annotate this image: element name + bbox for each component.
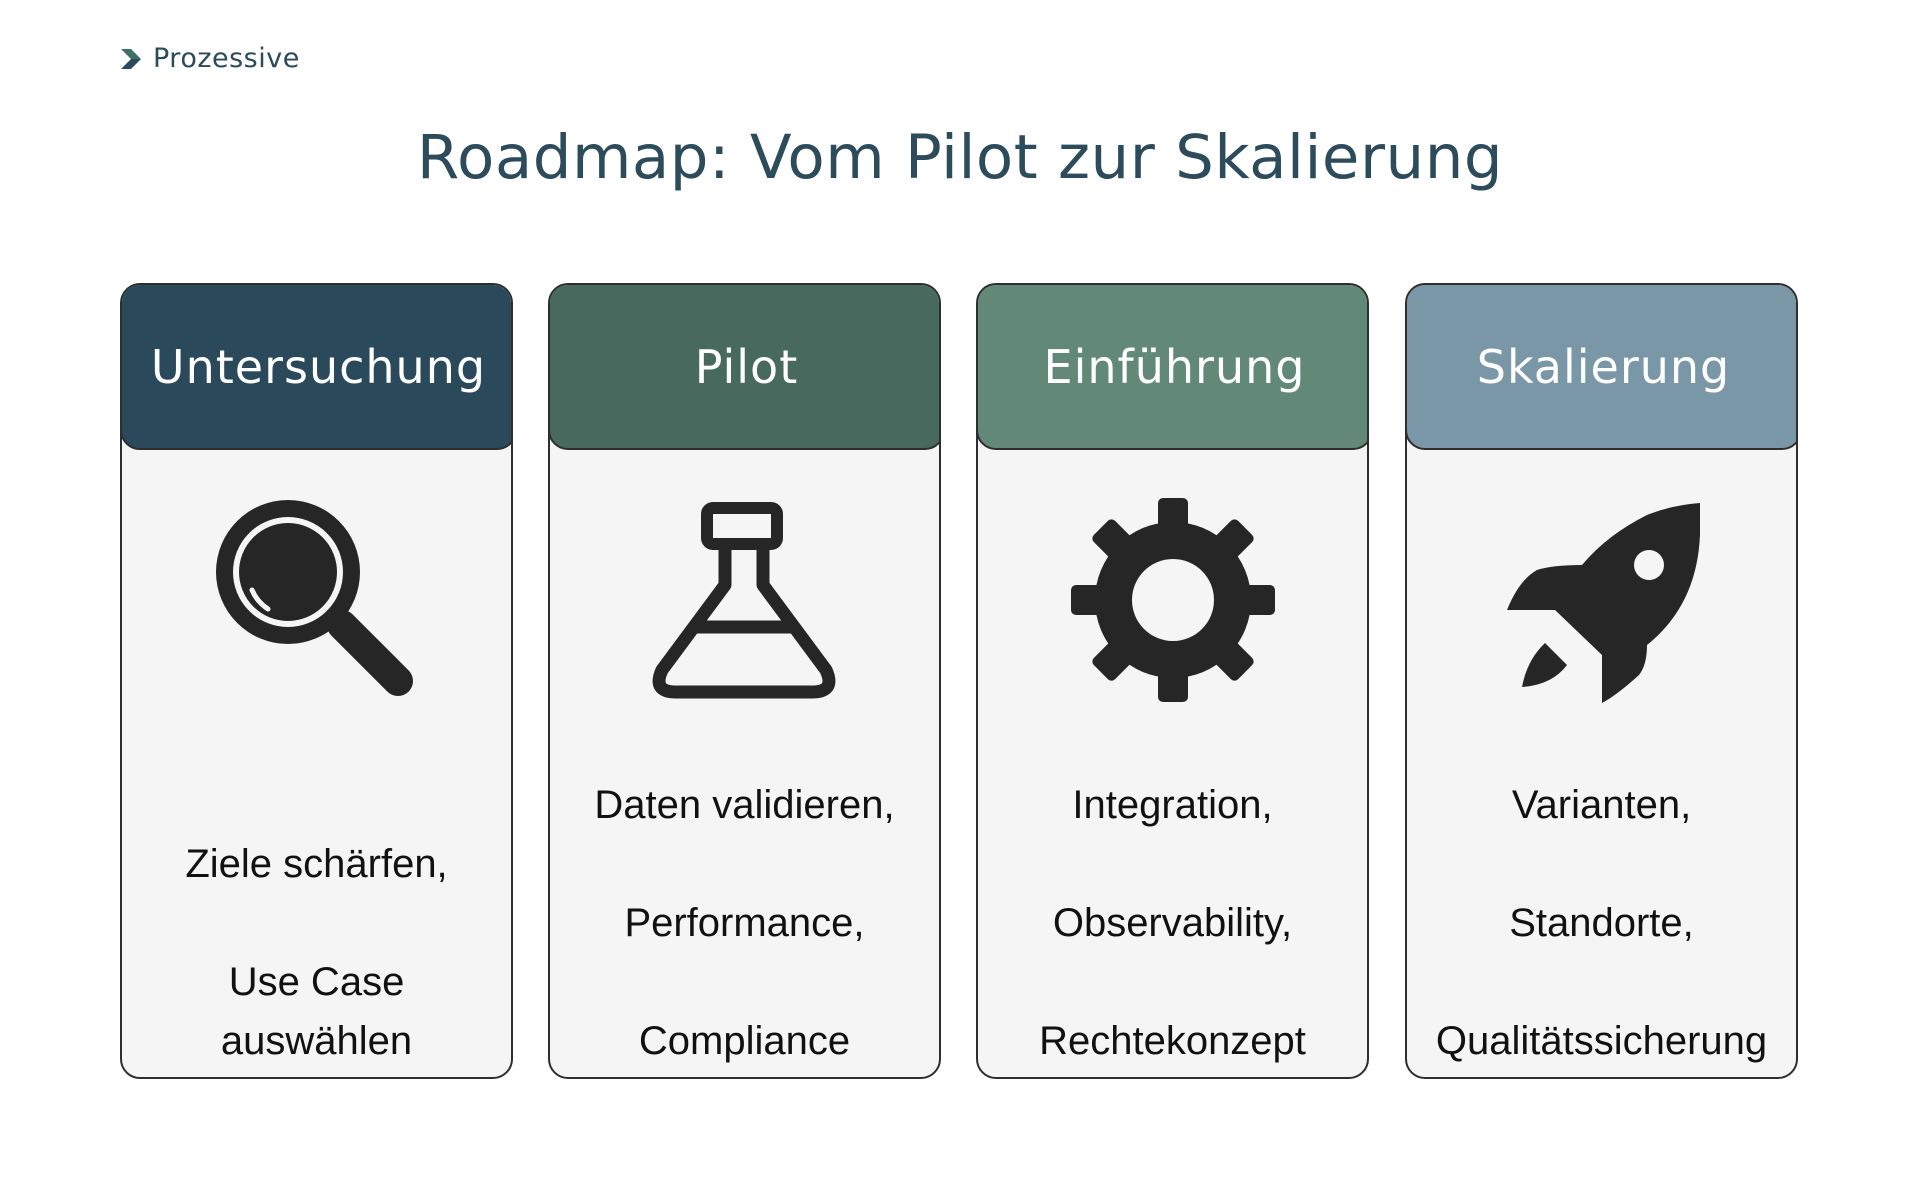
- phase-item: Rechtekonzept: [1039, 1019, 1306, 1063]
- phase-item: Qualitätssicherung: [1435, 1019, 1768, 1063]
- rocket-icon: [1497, 495, 1707, 705]
- phase-description: Integration, Observability, Rechtekonzep…: [978, 776, 1367, 1071]
- phase-item: Compliance: [638, 1019, 851, 1063]
- phase-item: Integration,: [1072, 783, 1273, 827]
- phase-card-einfuehrung: Einführung Integration, Observability, R…: [976, 283, 1369, 1079]
- phase-item: Performance,: [624, 901, 865, 945]
- brand-name: Prozessive: [153, 43, 300, 74]
- phase-description: Daten validieren, Performance, Complianc…: [550, 776, 939, 1071]
- magnifier-icon: [212, 495, 422, 705]
- phase-title: Untersuchung: [150, 339, 487, 394]
- phase-item: Observability,: [1052, 901, 1293, 945]
- phase-card-untersuchung: Untersuchung Ziele schärfen, Use Case au…: [120, 283, 513, 1079]
- phase-header: Untersuchung: [122, 285, 511, 450]
- phase-item: Use Case auswählen: [220, 960, 413, 1063]
- page-title: Roadmap: Vom Pilot zur Skalierung: [416, 122, 1504, 193]
- phase-item: Daten validieren,: [594, 783, 895, 827]
- phase-title: Skalierung: [1476, 339, 1731, 394]
- phase-card-pilot: Pilot Daten validieren, Performance, Com…: [548, 283, 941, 1079]
- gear-icon: [1068, 495, 1278, 705]
- phase-header: Pilot: [550, 285, 939, 450]
- phase-description: Varianten, Standorte, Qualitätssicherung: [1407, 776, 1796, 1071]
- chevron-right-icon: [121, 49, 141, 69]
- phase-title: Pilot: [694, 339, 799, 394]
- phase-item: Standorte,: [1509, 901, 1694, 945]
- phase-description: Ziele schärfen, Use Case auswählen: [122, 835, 511, 1071]
- phase-card-skalierung: Skalierung Varianten, Standorte, Qualitä…: [1405, 283, 1798, 1079]
- phase-title: Einführung: [1043, 339, 1306, 394]
- phase-header: Skalierung: [1407, 285, 1796, 450]
- brand-logo: Prozessive: [119, 44, 300, 74]
- phase-item: Varianten,: [1511, 783, 1692, 827]
- phase-header: Einführung: [978, 285, 1367, 450]
- phase-item: Ziele schärfen,: [185, 842, 448, 886]
- flask-icon: [640, 495, 850, 705]
